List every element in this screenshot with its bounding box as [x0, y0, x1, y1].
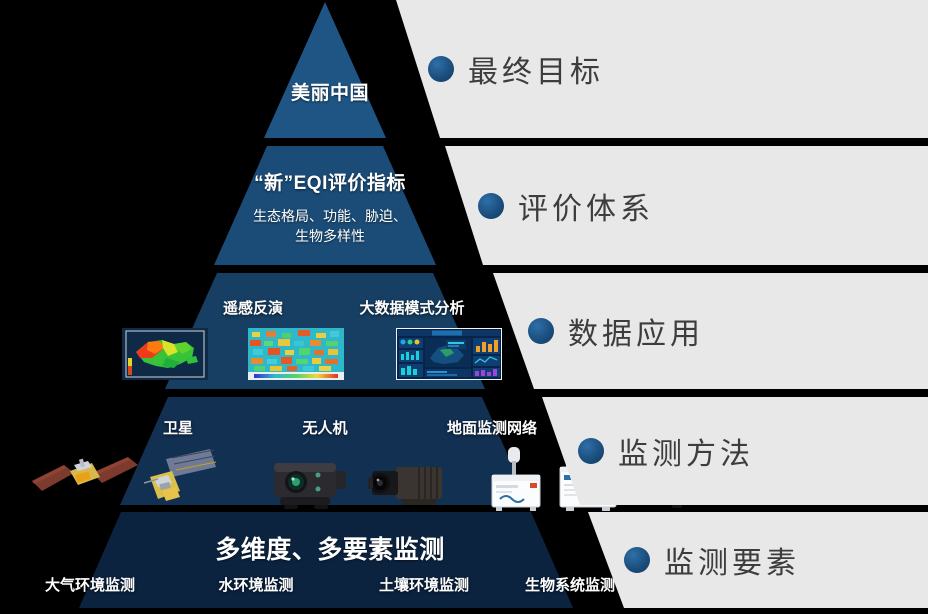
china-ndvi-map-thumbnail [122, 328, 208, 385]
pyramid-tier-2[interactable]: “新”EQI评价指标 生态格局、功能、胁迫、 生物多样性 [0, 146, 660, 265]
data-dashboard-thumbnail [396, 328, 502, 385]
panel-1-label: 最终目标 [468, 56, 604, 89]
tier-2-title: “新”EQI评价指标 [254, 173, 406, 194]
tier-5-item-label-0: 大气环境监测 [44, 577, 136, 594]
satellite-icon [32, 457, 138, 491]
pyramid-tier-1[interactable]: 美丽中国 [0, 0, 660, 138]
panel-4-label: 监测方法 [618, 438, 754, 471]
tier-5-item-label-2: 土壤环境监测 [378, 577, 470, 594]
tier-4-item-label-1: 无人机 [302, 420, 348, 437]
panel-1-shape [396, 0, 928, 138]
tier-1-title: 美丽中国 [290, 83, 370, 104]
panel-5-shape [588, 512, 928, 608]
tier-3-item-label-0: 遥感反演 [222, 300, 284, 317]
satellite-icon [143, 449, 217, 501]
panel-monitoring-elements[interactable]: 监测要素 [352, 512, 928, 608]
tier-5-item-label-1: 水环境监测 [218, 577, 294, 594]
panel-monitoring-method[interactable]: 监测方法 [352, 397, 928, 505]
panel-2-shape [445, 146, 928, 265]
panel-bullet-icon [428, 56, 454, 82]
panel-bullet-icon [624, 547, 650, 573]
tier-2-subtitle-line-1: 生态格局、功能、胁迫、 [253, 208, 407, 224]
tier-2-subtitle-line-2: 生物多样性 [295, 228, 365, 244]
tier-4-item-label-2: 地面监测网络 [446, 420, 538, 437]
panel-bullet-icon [478, 192, 504, 219]
tier-3-item-label-1: 大数据模式分析 [359, 300, 465, 317]
tier-5-title: 多维度、多要素监测 [215, 536, 445, 564]
panel-bullet-icon [578, 438, 604, 464]
tier-5-item-label-3: 生物系统监测 [524, 577, 616, 594]
panel-2-label: 评价体系 [518, 192, 654, 226]
panel-bullet-icon [528, 318, 554, 344]
tier-5-shape [79, 512, 573, 608]
panel-5-label: 监测要素 [664, 547, 800, 580]
panel-4-shape [542, 397, 928, 505]
tier-2-shape [214, 146, 436, 265]
tier-4-item-label-0: 卫星 [162, 420, 194, 437]
drone-camera-icon [368, 467, 442, 505]
panel-3-shape [493, 273, 928, 389]
pyramid-tier-5[interactable]: 多维度、多要素监测 大气环境监测 水环境监测 土壤环境监测 生物系统监测 [0, 512, 660, 608]
panel-final-goal[interactable]: 最终目标 [352, 0, 928, 138]
panel-3-label: 数据应用 [568, 318, 704, 351]
panel-data-application[interactable]: 数据应用 [352, 273, 928, 389]
panel-evaluation-system[interactable]: 评价体系 [352, 146, 928, 265]
global-raster-heatmap-thumbnail [248, 328, 344, 385]
tier-1-shape [264, 2, 386, 138]
ground-station-icon [491, 447, 541, 511]
drone-camera-icon [274, 463, 346, 509]
